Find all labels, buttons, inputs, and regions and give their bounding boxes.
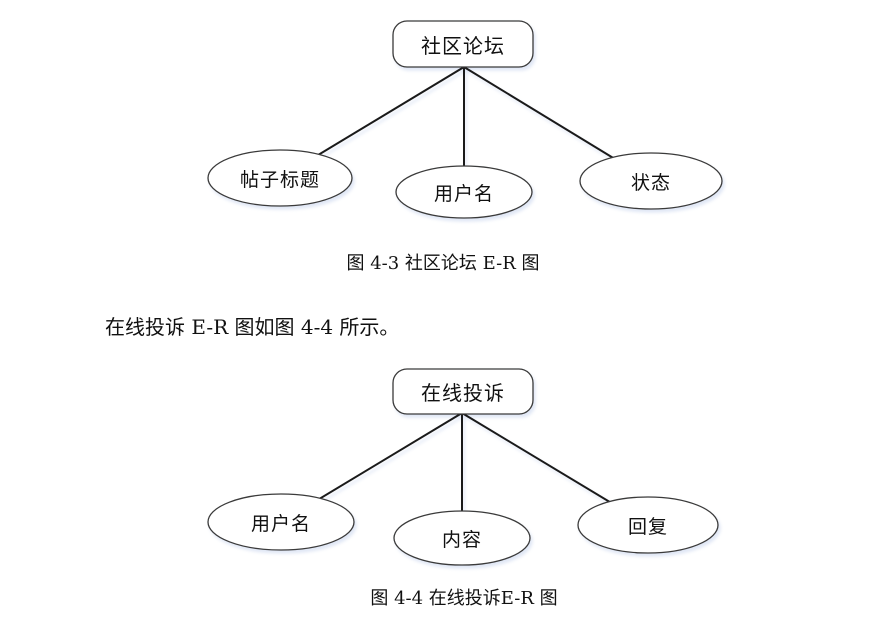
diagram2-attribute-label-1: 用户名 [250, 512, 311, 535]
diagram2-attribute-ellipse-1 [207, 493, 355, 551]
diagram1-attribute-ellipse-1 [207, 149, 353, 207]
diagram2-caption: 图 4-4 在线投诉E-R 图 [370, 588, 558, 609]
diagram1-entity-box [392, 20, 534, 68]
diagram2-attribute-ellipse-2 [393, 510, 531, 566]
diagram1-attribute-ellipse-2 [395, 165, 533, 219]
diagram1-shapes [207, 20, 723, 219]
diagram2-entity-box [392, 368, 534, 415]
diagram2-shapes [207, 368, 719, 566]
diagram1-entity-label: 社区论坛 [421, 33, 505, 58]
diagram1-attribute-label-1: 帖子标题 [239, 168, 320, 191]
diagram1-attribute-ellipse-3 [579, 152, 723, 210]
diagram1-attribute-label-3: 状态 [630, 171, 671, 194]
diagram1-caption: 图 4-3 社区论坛 E-R 图 [346, 253, 540, 274]
diagram2-entity-label: 在线投诉 [421, 381, 505, 405]
diagram2-attribute-label-2: 内容 [441, 528, 482, 551]
diagram1-attribute-label-2: 用户名 [433, 182, 494, 205]
diagram2-attribute-ellipse-3 [577, 496, 719, 554]
body-paragraph: 在线投诉 E-R 图如图 4-4 所示。 [105, 315, 400, 339]
diagram2-attribute-label-3: 回复 [627, 515, 668, 538]
